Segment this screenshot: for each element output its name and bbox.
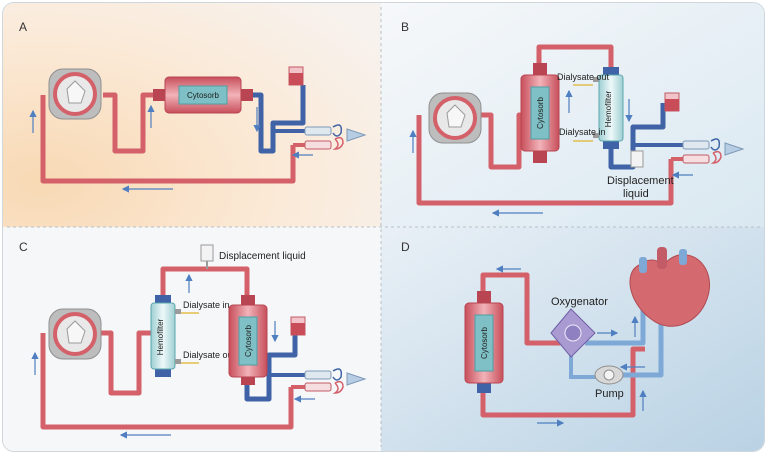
dialysate-out-label: Dialysate out — [557, 72, 610, 82]
arterial-connector — [304, 382, 332, 392]
arterial-clamp-icon — [332, 136, 344, 150]
dialysate-port — [593, 133, 599, 138]
dialysate-port — [175, 359, 181, 364]
hemofilter — [598, 74, 624, 142]
hemofilter-cap-top — [603, 67, 619, 77]
device-cap-left — [153, 89, 167, 101]
hemofilter — [150, 302, 176, 370]
blood-bag-fill — [665, 99, 679, 111]
tube-oxygenator-to-pump — [569, 355, 601, 379]
catheter-tip — [346, 128, 367, 142]
tube-return-arterial — [40, 333, 294, 430]
tube-return-arterial — [40, 95, 296, 184]
device-cap-bottom — [477, 381, 491, 393]
hemofilter-cap-top — [155, 295, 171, 305]
blood-bag-fill — [291, 323, 305, 335]
dialysate-port — [593, 77, 599, 82]
oxygenator-label: Oxygenator — [551, 296, 608, 308]
panel-a-label: A — [19, 20, 27, 34]
cytosorb-core — [530, 86, 550, 140]
dialysate-port — [175, 309, 181, 314]
cytosorb-label: Cytosorb — [244, 324, 253, 357]
tube-device-to-filter — [536, 44, 614, 67]
panel-b-label: B — [401, 20, 409, 34]
cytosorb-core — [238, 316, 258, 366]
device-cap-right — [239, 89, 253, 101]
cytosorb-label: Cytosorb — [480, 326, 489, 359]
hemofilter-label: Hemofilter — [156, 318, 165, 355]
pump-rotor-icon — [66, 80, 86, 104]
cytosorb-core — [474, 314, 494, 372]
hemofilter-label: Hemofilter — [604, 90, 613, 127]
venous-clamp-icon — [332, 368, 343, 381]
aorta — [657, 247, 667, 269]
device-cap-top — [477, 291, 491, 305]
cytosorb-label: Cytosorb — [187, 91, 220, 100]
venous-clamp-icon — [710, 138, 721, 151]
pump-rotor-icon — [66, 320, 86, 344]
dialysate-in-label: Dialysate in — [183, 300, 230, 310]
tube-pump-to-device — [103, 92, 153, 154]
displacement-bottle — [200, 244, 214, 262]
panel-c-label: C — [19, 240, 28, 254]
arterial-connector — [304, 140, 332, 150]
panel-b: Cytosorb Hemofilter Dialysate out Dialys… — [409, 44, 745, 217]
tube-venous — [253, 85, 306, 154]
arterial-connector — [682, 154, 710, 164]
panel-c: Displacement liquid Hemofilter Dialysate… — [31, 244, 367, 439]
panel-d-label: D — [401, 240, 410, 254]
pump-rotor-icon — [446, 104, 466, 128]
displacement-label: Displacement liquid — [219, 251, 306, 262]
tube-filter-to-device — [160, 266, 250, 295]
venous-connector — [682, 140, 710, 150]
blood-bag-fill — [289, 73, 303, 85]
dialysate-in-label: Dialysate in — [559, 127, 606, 137]
arterial-clamp-icon — [710, 150, 722, 164]
device-cap-top — [533, 63, 547, 77]
cytosorb-core — [178, 85, 228, 105]
hemofilter-cap-bottom — [155, 367, 171, 377]
pulmonary-artery — [679, 249, 687, 265]
displacement-label-line1: Displacement — [607, 175, 674, 187]
device-cap-bottom — [533, 149, 547, 163]
pump-label: Pump — [595, 388, 624, 400]
hemofilter-cap-bottom — [603, 139, 619, 149]
venous-clamp-icon — [332, 124, 343, 137]
panel-d: Cytosorb Oxygenator Pump — [464, 247, 710, 427]
pump-impeller-icon — [603, 369, 615, 381]
tube-return-arterial — [480, 346, 645, 418]
arterial-clamp-icon — [332, 380, 344, 394]
panel-a: Cytosorb — [29, 66, 367, 193]
cytosorb-label: Cytosorb — [536, 96, 545, 129]
displacement-label-line2: liquid — [623, 188, 649, 200]
venous-connector — [304, 370, 332, 380]
catheter-tip — [724, 142, 745, 156]
vena-cava — [639, 257, 647, 273]
catheter-tip — [346, 372, 367, 386]
tube-arterial-to-oxygenator — [480, 272, 563, 346]
displacement-bottle — [630, 150, 644, 168]
tube-pump-to-filter — [101, 330, 153, 396]
tube-return-arterial — [416, 115, 674, 206]
dialysate-out-label: Dialysate out — [183, 350, 236, 360]
venous-connector — [304, 126, 332, 136]
diagram-canvas: A B C D Cytosorb — [3, 3, 764, 451]
oxygenator-core-icon — [564, 324, 582, 342]
